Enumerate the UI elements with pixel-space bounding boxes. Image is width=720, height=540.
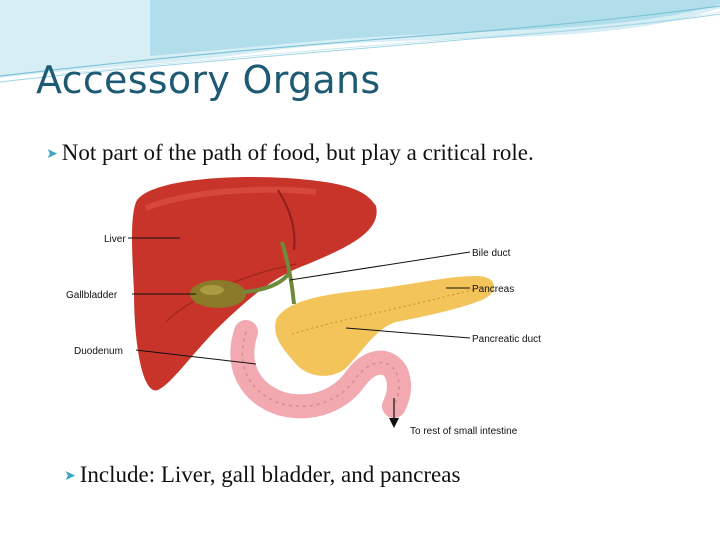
bile-duct-shape	[243, 241, 296, 305]
header-banner	[0, 0, 720, 83]
bullet-arrow-icon: ➤	[46, 147, 58, 162]
liver-shape	[132, 177, 377, 391]
pancreas-shape	[275, 276, 495, 376]
bullet-arrow-icon: ➤	[64, 469, 76, 484]
label-bile-duct: Bile duct	[472, 248, 511, 259]
digestive-organs-illustration: Liver Gallbladder Duodenum Bile duct Pan…	[66, 177, 541, 437]
label-duodenum: Duodenum	[74, 346, 123, 357]
slide-title: Accessory Organs	[36, 58, 381, 102]
label-pancreas: Pancreas	[472, 284, 514, 295]
down-arrow-icon	[389, 418, 399, 428]
label-liver: Liver	[104, 234, 126, 245]
label-pancreatic-duct: Pancreatic duct	[472, 334, 541, 345]
bullet-item: ➤ Not part of the path of food, but play…	[46, 140, 534, 166]
bullet-text: Include: Liver, gall bladder, and pancre…	[79, 462, 461, 487]
label-small-intestine: To rest of small intestine	[410, 426, 518, 437]
bullet-text: Not part of the path of food, but play a…	[61, 140, 534, 165]
bullet-item: ➤ Include: Liver, gall bladder, and panc…	[64, 462, 460, 488]
label-gallbladder: Gallbladder	[66, 290, 118, 301]
